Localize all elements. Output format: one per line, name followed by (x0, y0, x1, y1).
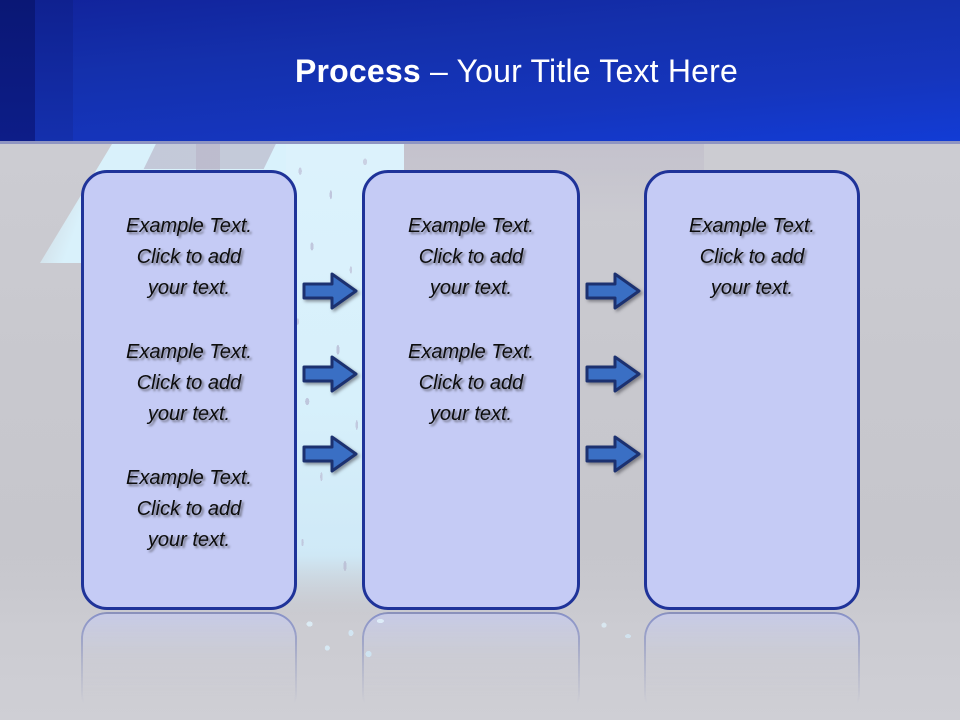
process-step-3[interactable]: Example Text. Click to add your text. (644, 170, 860, 610)
page-title: Process – Your Title Text Here (73, 0, 960, 143)
header-band-dark (0, 0, 35, 143)
background-reflection-texture-2 (586, 612, 646, 656)
process-step-1-text-1[interactable]: Example Text. Click to add your text. (125, 215, 252, 299)
right-arrow-icon[interactable] (585, 434, 641, 474)
process-step-1[interactable]: Example Text. Click to add your text. Ex… (81, 170, 297, 610)
process-step-2-text-1[interactable]: Example Text. Click to add your text. (407, 215, 534, 299)
page-title-bold: Process (294, 53, 421, 89)
process-step-2[interactable]: Example Text. Click to add your text. Ex… (362, 170, 580, 610)
process-step-3-reflection (644, 612, 860, 720)
right-arrow-icon[interactable] (302, 434, 358, 474)
right-arrow-icon[interactable] (585, 354, 641, 394)
process-step-1-reflection (81, 612, 297, 720)
process-step-3-text-1[interactable]: Example Text. Click to add your text. (688, 215, 815, 299)
right-arrow-icon[interactable] (302, 271, 358, 311)
process-step-2-text-2[interactable]: Example Text. Click to add your text. (407, 341, 534, 425)
background-reflection-texture-1 (286, 612, 404, 672)
header-underline (0, 141, 960, 144)
right-arrow-icon[interactable] (585, 271, 641, 311)
right-arrow-icon[interactable] (302, 354, 358, 394)
page-title-rest: – Your Title Text Here (420, 53, 739, 89)
header-band-medium (35, 0, 73, 143)
slide-header: Process – Your Title Text Here (0, 0, 960, 143)
process-step-1-text-3[interactable]: Example Text. Click to add your text. (125, 467, 252, 551)
process-step-1-text-2[interactable]: Example Text. Click to add your text. (125, 341, 252, 425)
